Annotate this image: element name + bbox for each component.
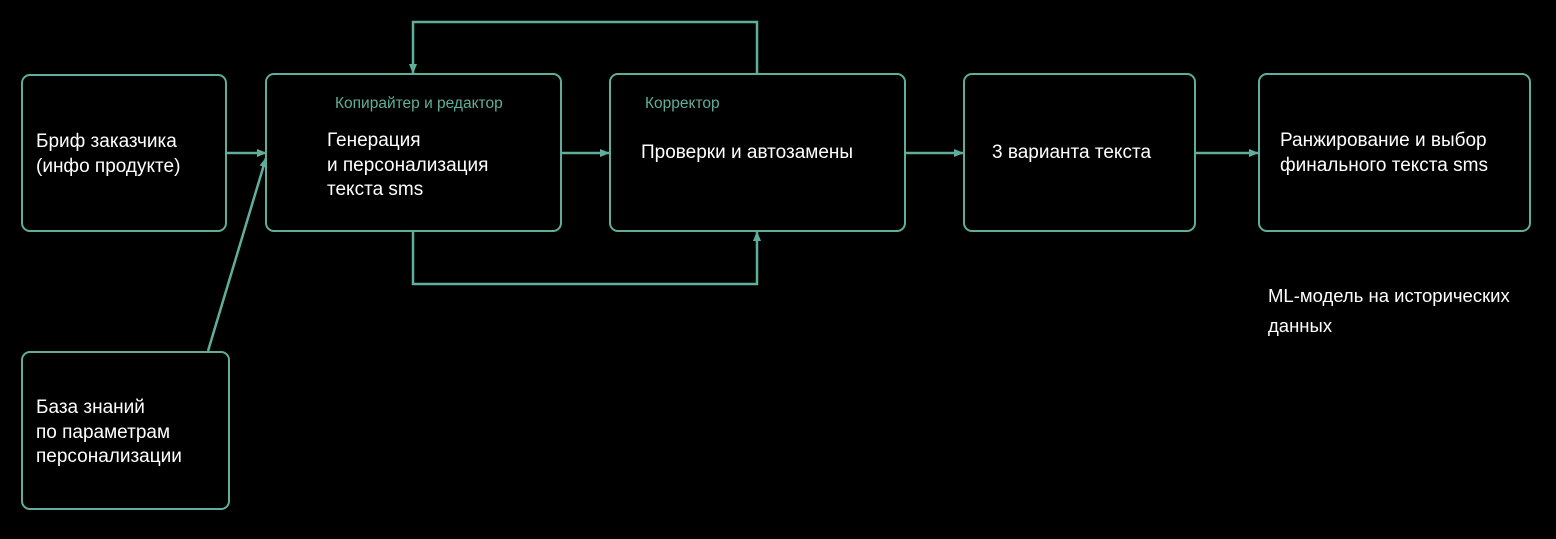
checks-node [609, 73, 906, 232]
checks-text: Проверки и автозамены [641, 142, 854, 163]
generation-node [265, 73, 562, 232]
arrow-knowledge-to-generation [206, 157, 268, 352]
knowledge-base-node [21, 351, 230, 510]
variants-text: 3 варианта текста [992, 142, 1152, 163]
arrow-generation-to-checks-bottom [411, 231, 761, 286]
generation-text: Генерация и персонализация текста sms [327, 130, 489, 200]
arrow-checks-back-to-generation [409, 20, 759, 74]
ml-model-note: ML-модель на исторических данных [1268, 285, 1510, 336]
generation-role-label: Копирайтер и редактор [335, 95, 503, 112]
brief-node [21, 74, 227, 232]
knowledge-base-text: База знаний по параметрам персонализации [36, 397, 182, 467]
checks-role-label: Корректор [645, 95, 720, 112]
ranking-node [1258, 73, 1531, 232]
ranking-text: Ранжирование и выбор финального текста s… [1280, 130, 1488, 176]
variants-node [963, 73, 1196, 232]
brief-text: Бриф заказчика (инфо продукте) [36, 131, 181, 177]
